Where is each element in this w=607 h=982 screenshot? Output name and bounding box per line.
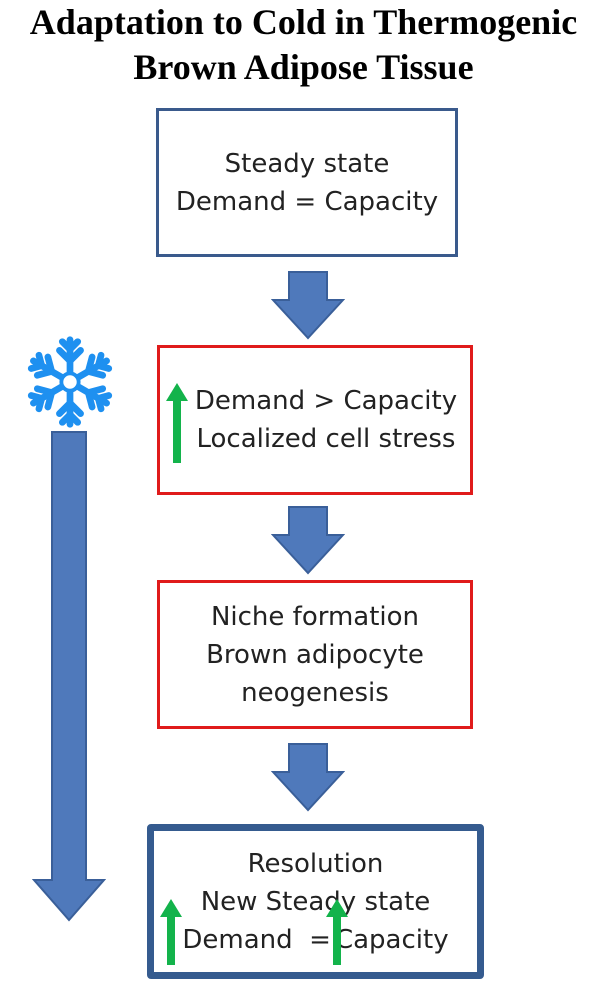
title-line-2: Brown Adipose Tissue — [133, 47, 474, 87]
time-progression-arrow — [32, 431, 106, 922]
title-line-1: Adaptation to Cold in Thermogenic — [29, 2, 578, 42]
steady-state-box: Steady state Demand = Capacity — [156, 108, 458, 257]
resolution-box: Resolution New Steady state Demand = Cap… — [147, 824, 484, 979]
increase-icon — [160, 899, 182, 965]
new-steady-state-text: New Steady state — [200, 886, 431, 917]
brown-adipocyte-text: Brown adipocyte — [206, 639, 424, 670]
steady-state-equation: Demand = Capacity — [175, 186, 439, 217]
steady-state-label: Steady state — [224, 148, 390, 179]
resolution-capacity-text: Capacity — [334, 924, 449, 955]
neogenesis-text: neogenesis — [241, 677, 389, 708]
demand-exceeds-capacity-box: Demand > Capacity Localized cell stress — [157, 345, 473, 495]
flow-arrow-3 — [271, 743, 345, 812]
resolution-label: Resolution — [247, 848, 384, 879]
increase-icon — [326, 899, 348, 965]
resolution-demand-text: Demand = — [182, 924, 331, 955]
cell-stress-text: Localized cell stress — [196, 424, 456, 454]
flow-arrow-2 — [271, 506, 345, 575]
demand-capacity-text: Demand > Capacity — [194, 386, 458, 416]
niche-formation-text: Niche formation — [210, 601, 420, 632]
diagram-title: Adaptation to Cold in Thermogenic Brown … — [0, 0, 607, 90]
increase-icon — [166, 383, 188, 463]
snowflake-icon — [22, 336, 118, 431]
flow-arrow-1 — [271, 271, 345, 340]
niche-formation-box: Niche formation Brown adipocyte neogenes… — [157, 580, 473, 729]
